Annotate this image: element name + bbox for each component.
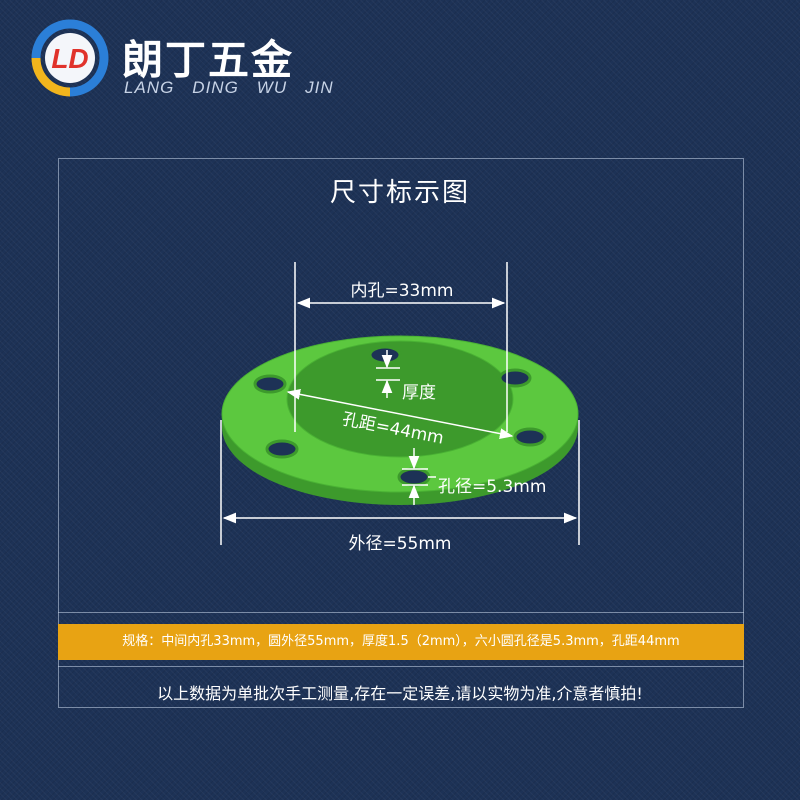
bolt-hole	[397, 467, 431, 487]
hole-spacing-dimension-line	[286, 389, 514, 439]
dimension-panel	[58, 158, 744, 708]
brand-logo: LD 朗丁五金 LANG DING WU JIN	[30, 18, 333, 108]
inner-hole-label: 内孔=33mm	[351, 281, 454, 301]
bolt-hole	[513, 427, 547, 447]
bolt-hole	[498, 368, 532, 388]
bolt-hole	[368, 345, 402, 365]
logo-mark-icon: LD	[31, 19, 109, 97]
brand-en-word: LANG	[124, 78, 175, 97]
spec-bar: 规格：中间内孔33mm，圆外径55mm，厚度1.5（2mm），六小圆孔径是5.3…	[58, 624, 744, 660]
brand-en-word: DING	[192, 78, 239, 97]
outer-diameter-label: 外径=55mm	[349, 534, 452, 554]
brand-name-cn: 朗丁五金	[122, 36, 294, 84]
hole-diameter-label: 孔径=5.3mm	[438, 477, 546, 497]
bolt-hole	[253, 374, 287, 394]
panel-title: 尺寸标示图	[329, 178, 470, 208]
bolt-hole	[265, 439, 299, 459]
disclaimer: 以上数据为单批次手工测量,存在一定误差,请以实物为准,介意者慎拍!	[157, 684, 643, 703]
brand-en-word: WU	[256, 78, 288, 97]
logo-letters: LD	[51, 43, 88, 74]
brand-en-word: JIN	[305, 78, 334, 97]
brand-name-en: LANG DING WU JIN	[124, 78, 352, 98]
divider	[58, 612, 744, 613]
thickness-label: 厚度	[402, 383, 436, 403]
divider	[58, 666, 744, 667]
